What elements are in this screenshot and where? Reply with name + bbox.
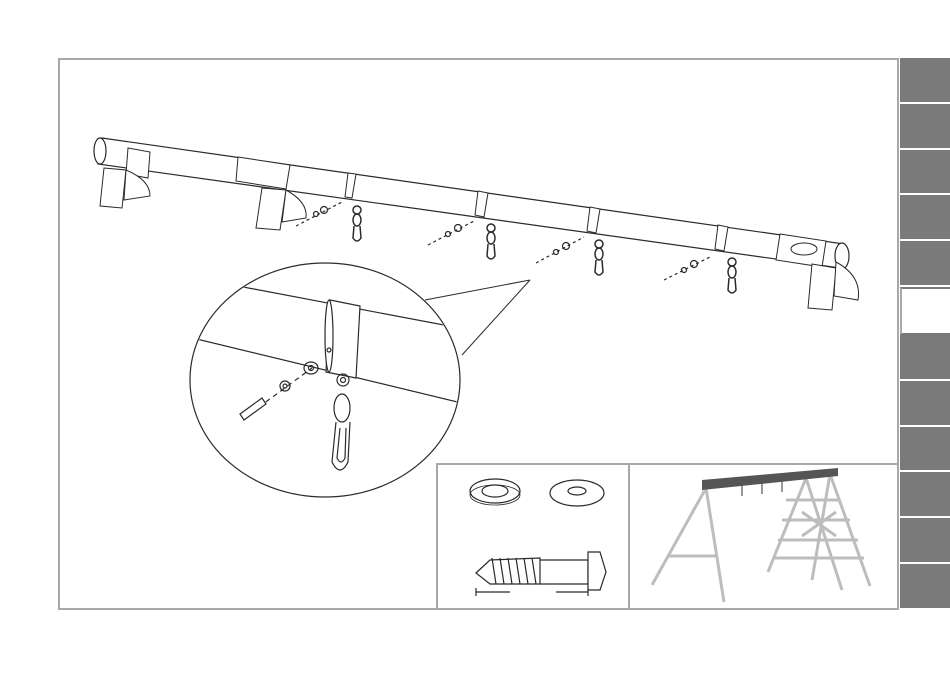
section-tab-3[interactable]: [900, 150, 950, 196]
swing-hook-4: [728, 258, 736, 293]
swing-hook-3: [595, 240, 603, 275]
section-tab-9[interactable]: [900, 427, 950, 473]
bolt-set-3: [536, 237, 584, 263]
bolt-set-4: [664, 256, 712, 280]
section-tab-12[interactable]: [900, 564, 950, 610]
section-tab-4[interactable]: [900, 195, 950, 241]
bolt-set-2: [428, 221, 474, 245]
section-tabs: [900, 58, 950, 610]
section-tab-2[interactable]: [900, 104, 950, 150]
leg-right: [808, 262, 859, 310]
overview-panel: [628, 463, 899, 610]
section-tab-8[interactable]: [900, 381, 950, 427]
swing-hook-2: [487, 224, 495, 259]
beam-tube: [94, 138, 849, 269]
section-tab-10[interactable]: [900, 472, 950, 518]
parts-list-panel: [436, 463, 628, 610]
detail-callout: [180, 263, 530, 497]
section-tab-1[interactable]: [900, 58, 950, 104]
section-tab-11[interactable]: [900, 518, 950, 564]
swing-hook-1: [353, 206, 361, 241]
section-tab-6[interactable]: [900, 287, 950, 335]
section-tab-7[interactable]: [900, 335, 950, 381]
section-tab-5[interactable]: [900, 241, 950, 287]
leg-middle: [256, 188, 306, 230]
